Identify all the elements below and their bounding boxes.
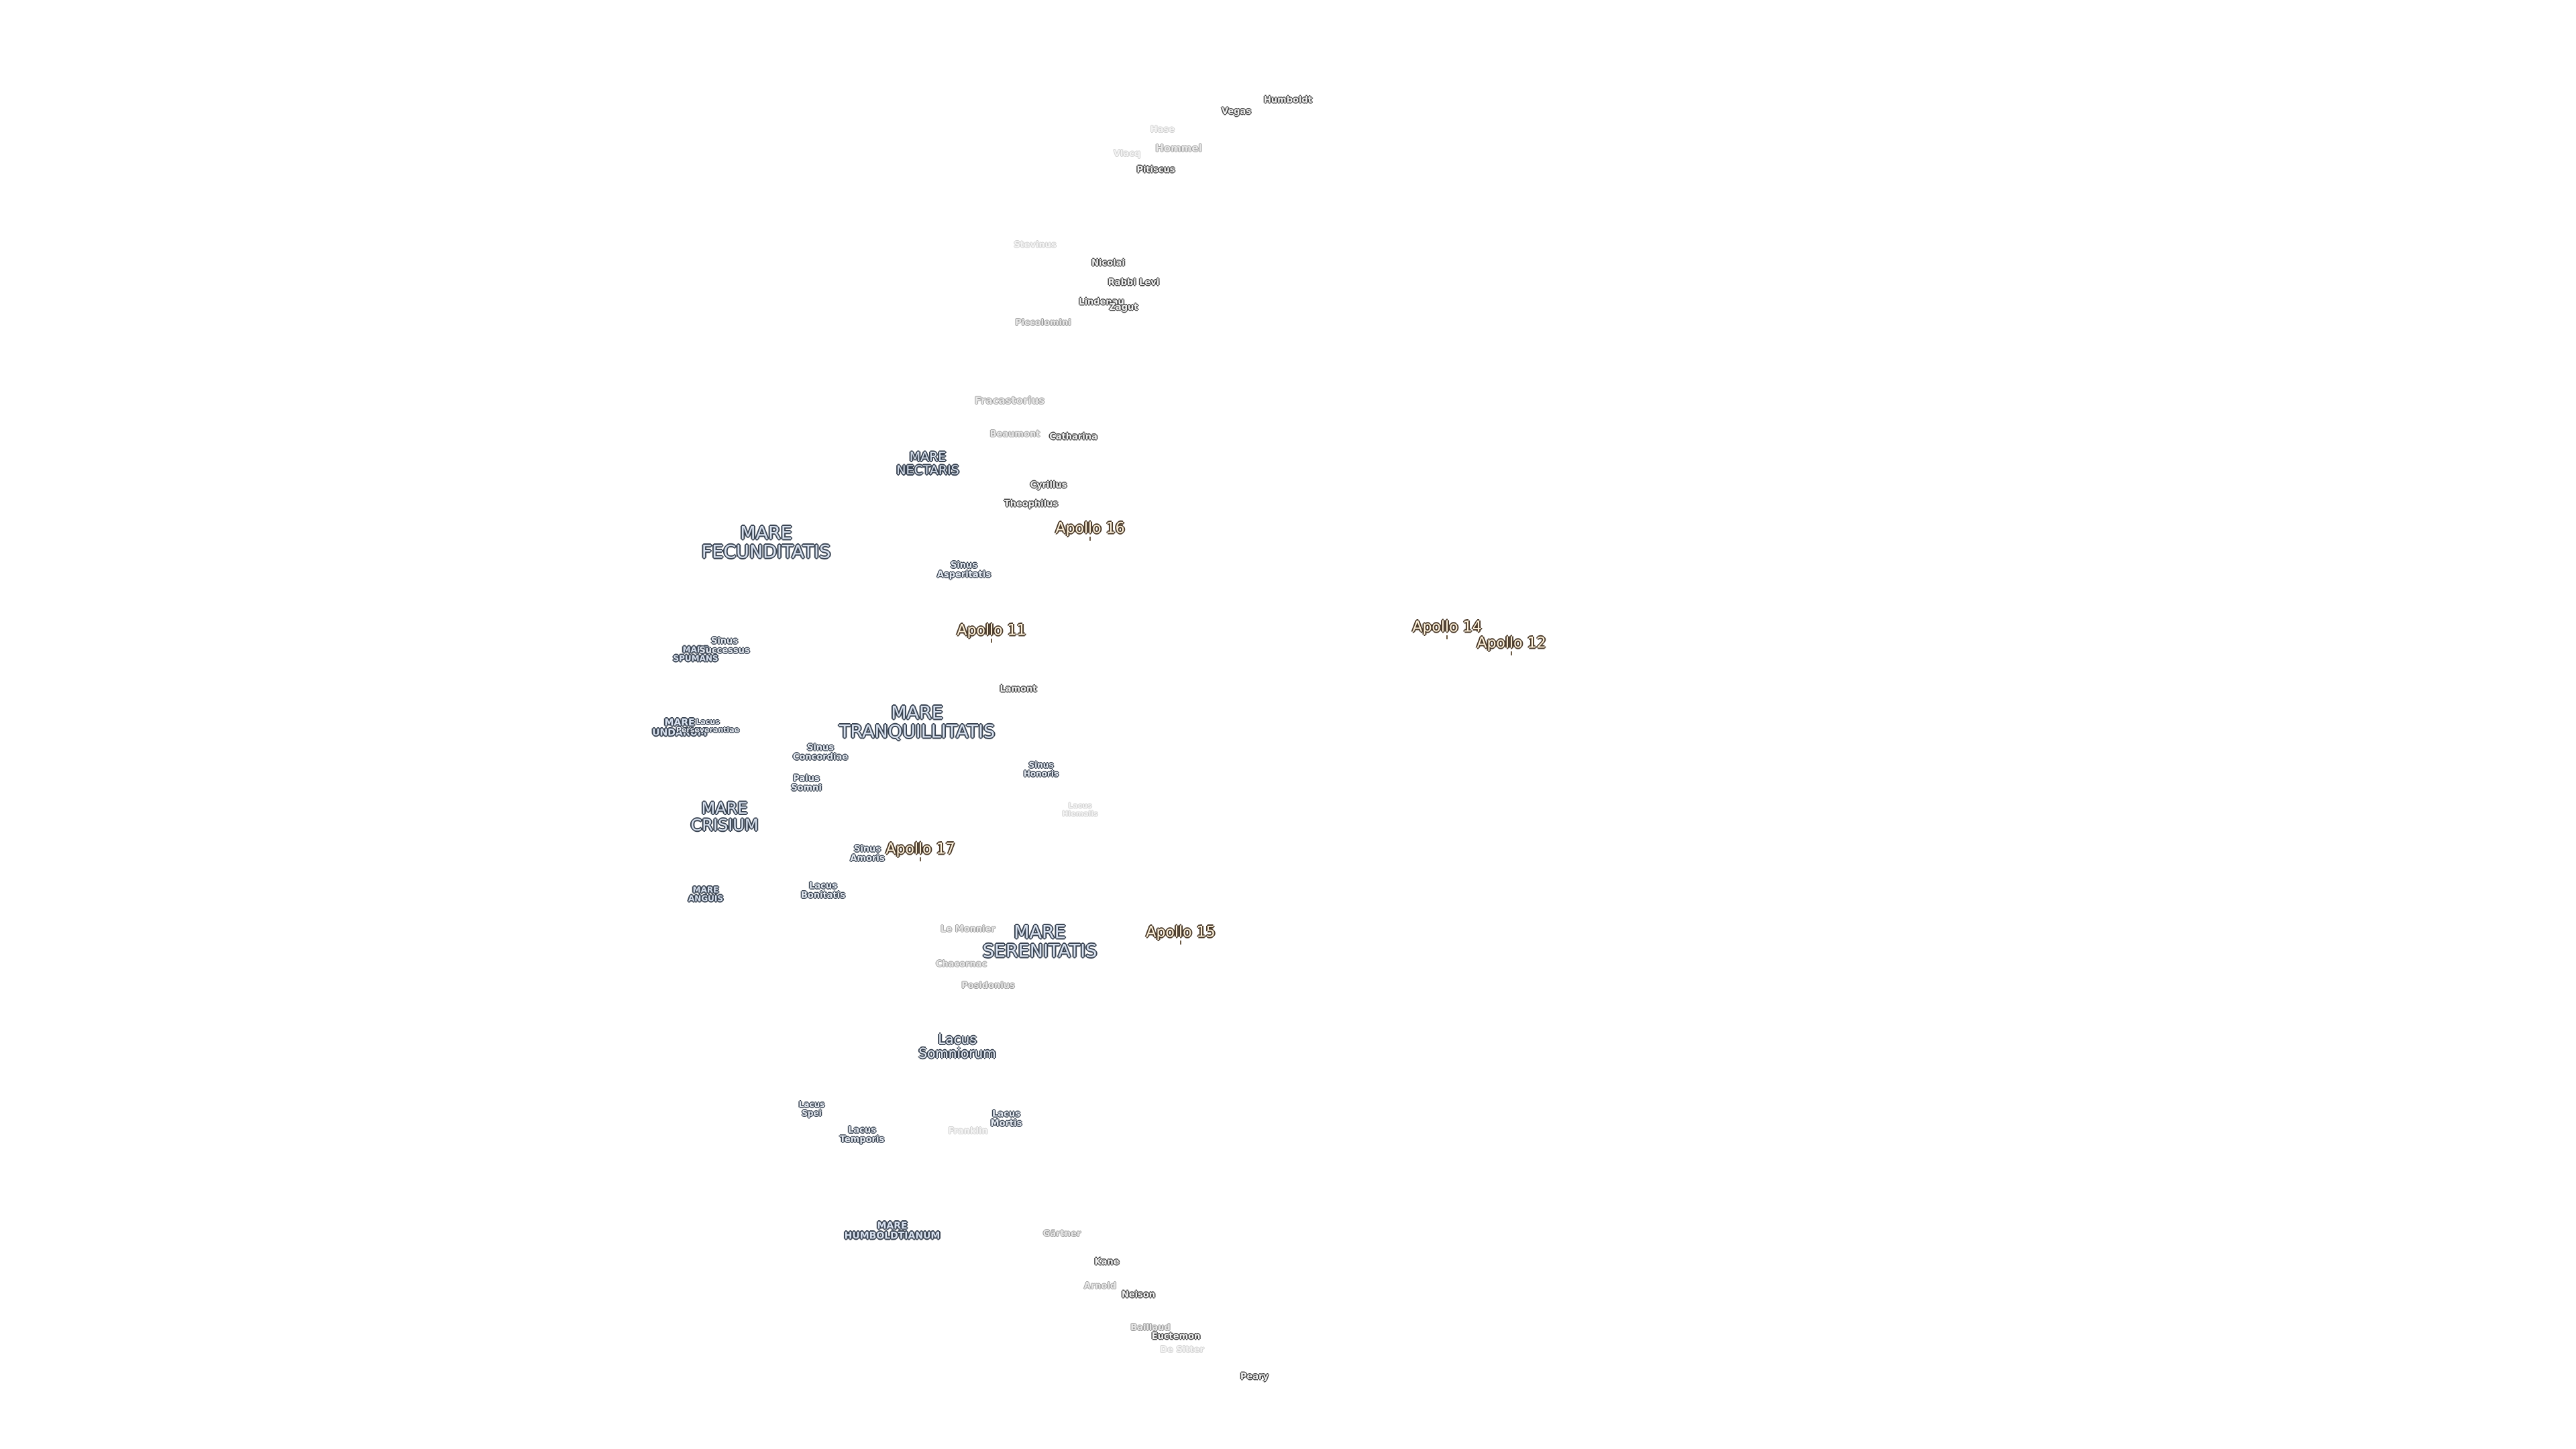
crater-label: Beaumont — [989, 429, 1040, 440]
crater-label: Kane — [1094, 1257, 1120, 1268]
landing-marker-icon — [1089, 537, 1091, 541]
apollo-site-label[interactable]: Apollo 15 — [1146, 924, 1216, 941]
crater-label: Peary — [1240, 1372, 1269, 1383]
crater-label: Hase — [1150, 125, 1175, 136]
crater-label: Pitiscus — [1136, 165, 1175, 176]
apollo-site-label[interactable]: Apollo 12 — [1477, 635, 1546, 652]
crater-label: Baillaud — [1130, 1323, 1171, 1334]
crater-label: Theophilus — [1004, 499, 1059, 510]
crater-label: Catharina — [1049, 432, 1097, 443]
crater-label: Humboldt — [1264, 95, 1312, 106]
crater-label: Vlacq — [1113, 149, 1141, 160]
landing-marker-icon — [1511, 651, 1512, 655]
crater-label: Euctemon — [1151, 1332, 1201, 1342]
landing-marker-icon — [1180, 941, 1181, 945]
apollo-site-label[interactable]: Apollo 11 — [957, 622, 1026, 639]
crater-label: Stevinus — [1014, 240, 1057, 251]
crater-label: Cyrillus — [1030, 480, 1067, 491]
crater-label: Nicolai — [1091, 258, 1125, 269]
crater-label: Hommel — [1155, 142, 1202, 155]
landing-marker-icon — [991, 639, 992, 643]
crater-label: Fracastorius — [974, 394, 1045, 407]
landing-marker-icon — [1446, 635, 1448, 639]
crater-label: Piccolomini — [1015, 318, 1071, 329]
crater-label: Arnold — [1083, 1281, 1117, 1292]
apollo-site-label[interactable]: Apollo 16 — [1055, 520, 1125, 537]
crater-label: Posidonius — [961, 981, 1015, 991]
crater-label: Lindenau — [1079, 297, 1124, 308]
crater-label: Chacornac — [935, 959, 987, 970]
crater-label: Le Monnier — [941, 924, 996, 935]
crater-label: Lamont — [1000, 684, 1037, 695]
apollo-site-label[interactable]: Apollo 17 — [885, 841, 955, 858]
apollo-site-label[interactable]: Apollo 14 — [1412, 619, 1482, 636]
crater-label: Gärtner — [1042, 1229, 1081, 1240]
crater-label: Vegas — [1222, 107, 1251, 117]
crater-label: Zagut — [1109, 303, 1138, 313]
crater-label: De Sitter — [1160, 1345, 1204, 1356]
crater-label: Franklin — [948, 1126, 988, 1137]
crater-label: Rabbi Levi — [1108, 278, 1160, 288]
landing-marker-icon — [920, 857, 921, 861]
crater-label: Neison — [1121, 1290, 1156, 1301]
